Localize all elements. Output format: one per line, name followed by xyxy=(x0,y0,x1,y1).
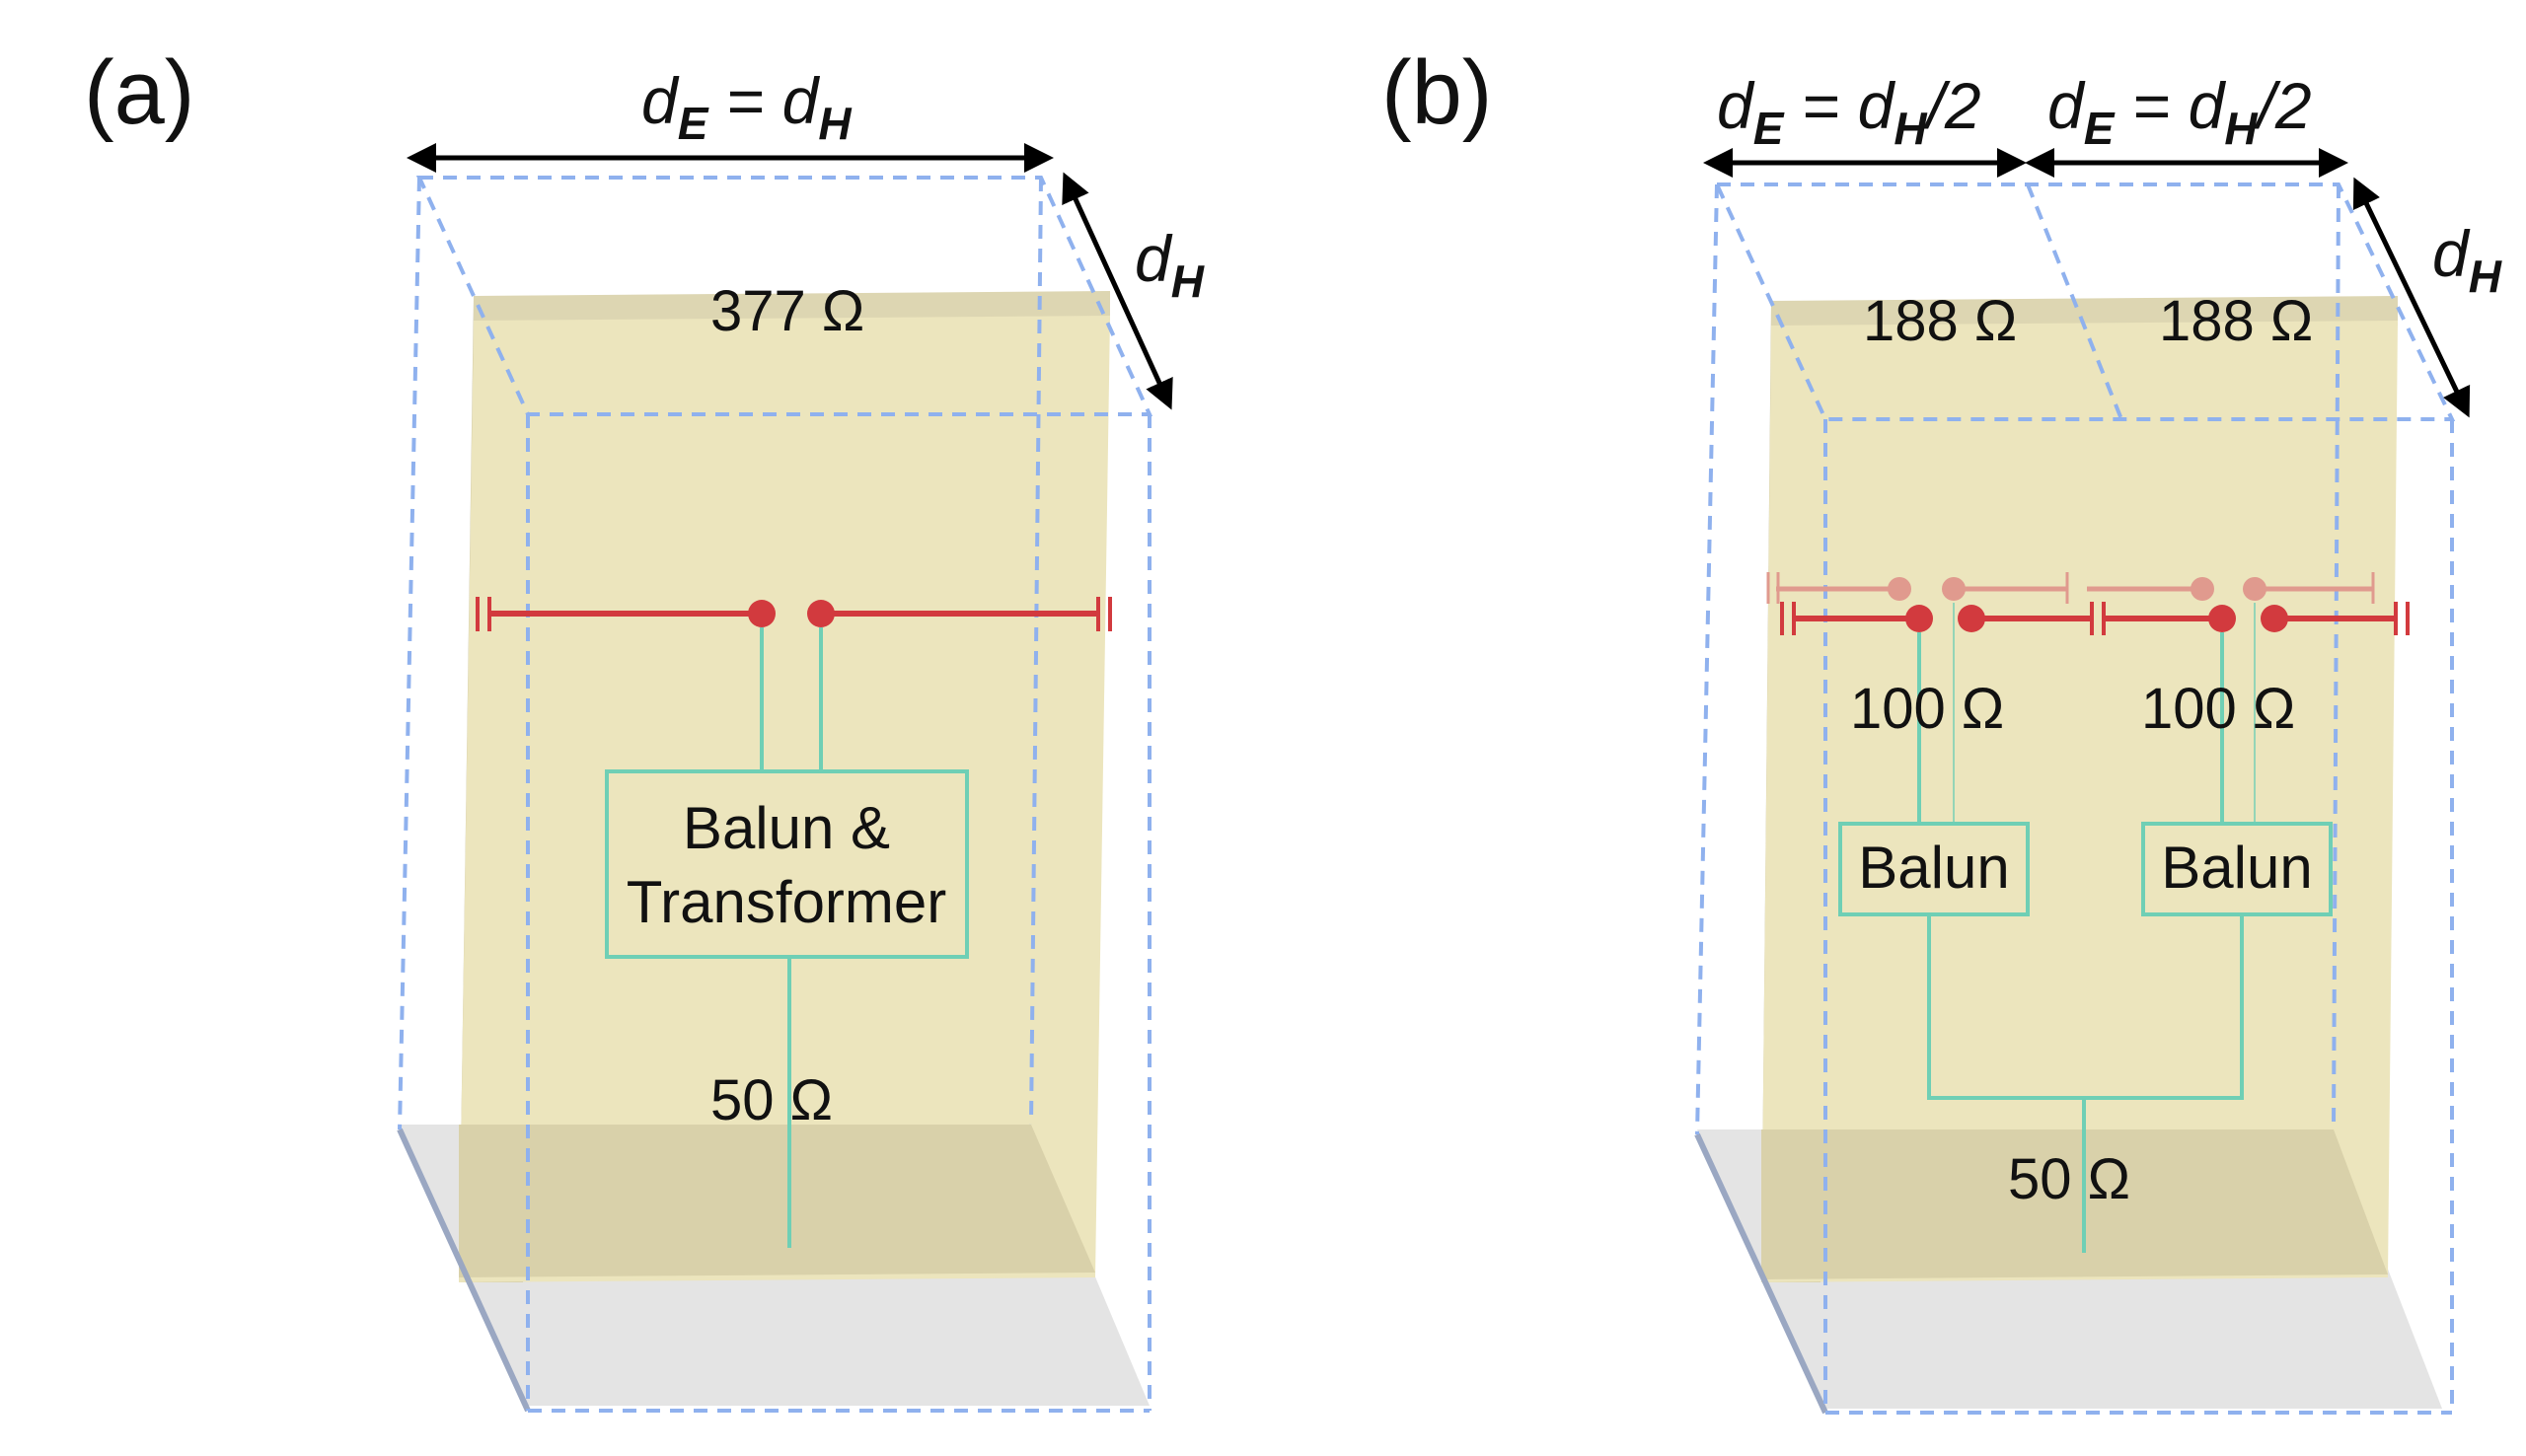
panel-b-floor-edge xyxy=(1694,1132,1828,1415)
panel-a-balun-box xyxy=(605,769,969,959)
panel-a-box-line1: Balun & xyxy=(683,795,890,861)
panel-b-front-dipoles xyxy=(1780,602,2410,635)
panel-b-top-impedance-right: 188 Ω xyxy=(2159,289,2313,353)
panel-b-balun-box-right xyxy=(2141,822,2333,916)
panel-b-back-dipoles xyxy=(1766,572,2375,604)
panel-b-feed-impedance-right: 100 Ω xyxy=(2141,677,2295,741)
panel-a-floor-edge xyxy=(397,1128,531,1413)
panel-b-depth-arrow xyxy=(2352,177,2471,418)
panel-b-width-label-left: dE = dH/2 xyxy=(1717,69,1981,154)
panel-a-dashed-box xyxy=(398,176,1153,1413)
panel-a-depth-arrow xyxy=(1062,172,1173,410)
panel-b-dashed-box xyxy=(1695,182,2456,1415)
panel-b-width-label-right: dE = dH/2 xyxy=(2047,69,2312,154)
panel-a: (a) dE = dH dH 377 Ω xyxy=(84,42,1205,1413)
panel-a-width-label: dE = dH xyxy=(641,64,852,149)
panel-a-sheet-lower xyxy=(459,1125,1095,1277)
panel-a-bottom-impedance: 50 Ω xyxy=(710,1068,833,1132)
panel-a-dipole xyxy=(476,597,1112,631)
panel-b: (b) dE = dH/2 dE = dH/2 dH 188 xyxy=(1381,42,2502,1415)
panel-a-sheet xyxy=(459,316,1110,1282)
panel-b-sheet-lower xyxy=(1761,1129,2388,1279)
panel-a-box-line2: Transformer xyxy=(627,869,947,935)
panel-a-feed-lines xyxy=(760,627,823,1248)
panel-b-balun-box-left xyxy=(1838,822,2030,916)
panel-a-label: (a) xyxy=(84,42,194,143)
panel-a-depth-label: dH xyxy=(1135,222,1205,307)
panel-b-depth-label: dH xyxy=(2432,217,2502,302)
panel-b-balun-left-label: Balun xyxy=(1858,835,2009,901)
panel-b-sheet xyxy=(1761,321,2398,1282)
panel-b-top-impedance-left: 188 Ω xyxy=(1863,289,2017,353)
panel-b-balun-right-label: Balun xyxy=(2161,835,2312,901)
panel-b-feed-lines xyxy=(1917,603,2256,1253)
panel-a-top-impedance: 377 Ω xyxy=(710,279,864,343)
panel-b-feed-impedance-left: 100 Ω xyxy=(1850,677,2004,741)
panel-b-label: (b) xyxy=(1381,42,1492,143)
panel-b-bottom-impedance: 50 Ω xyxy=(2008,1147,2130,1211)
